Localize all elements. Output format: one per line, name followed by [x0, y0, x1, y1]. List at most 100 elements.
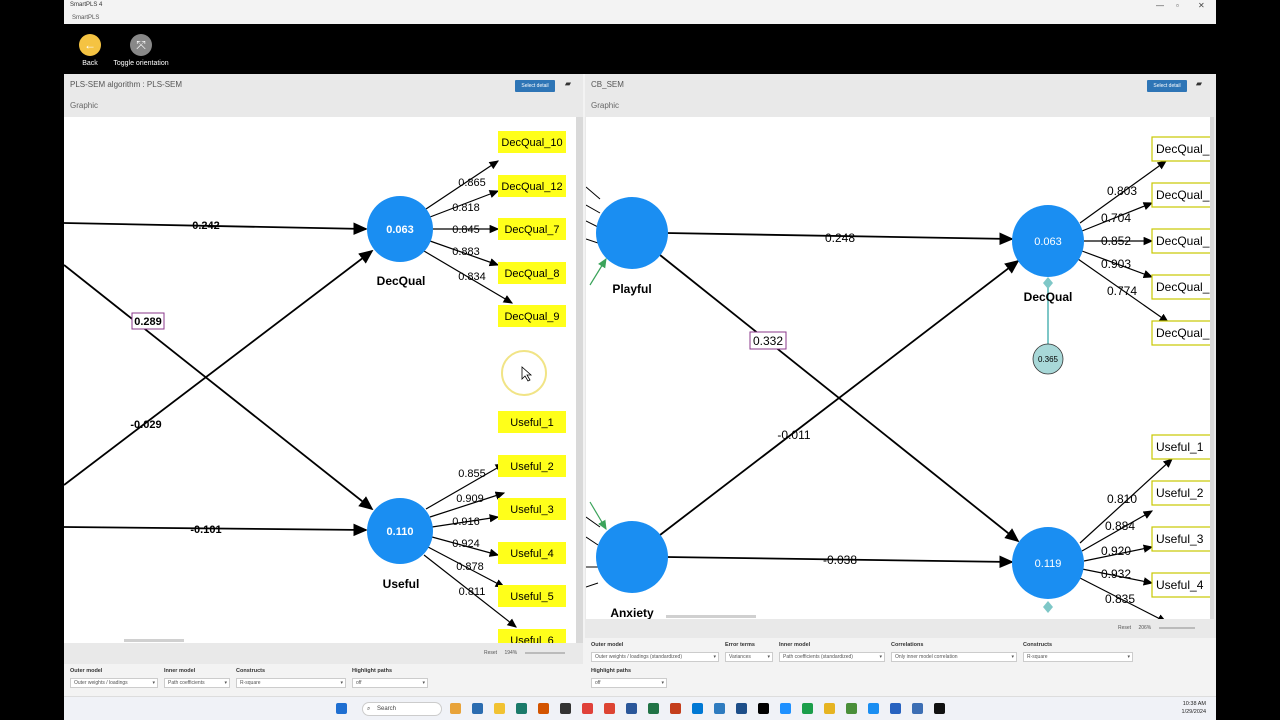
- right-inner-model-select[interactable]: Path coefficients (standardized): [779, 652, 885, 662]
- left-highlight-select[interactable]: off: [352, 678, 428, 688]
- construct-decqual[interactable]: [1012, 205, 1084, 277]
- app-icon[interactable]: [934, 703, 945, 714]
- pane-splitter[interactable]: [576, 117, 583, 643]
- indicator-box[interactable]: [1151, 572, 1210, 598]
- indicator-box[interactable]: [498, 455, 566, 477]
- indicator-box[interactable]: [1151, 480, 1210, 506]
- left-select-detail-button[interactable]: Select detail: [515, 80, 555, 92]
- maximize-icon[interactable]: ▫: [1176, 1, 1179, 10]
- store-icon[interactable]: [516, 703, 527, 714]
- left-zoom-slider[interactable]: [524, 651, 565, 654]
- powerpoint-icon[interactable]: [670, 703, 681, 714]
- path-label: 0.242: [192, 220, 220, 232]
- left-inner-model-select[interactable]: Path coefficients: [164, 678, 230, 688]
- indicator-box[interactable]: [1151, 320, 1210, 346]
- indicator-box[interactable]: [1151, 274, 1210, 300]
- loading-label: 0.818: [452, 202, 480, 214]
- chrome-icon[interactable]: [604, 703, 615, 714]
- right-constructs-select[interactable]: R-square: [1023, 652, 1133, 662]
- excel-icon[interactable]: [648, 703, 659, 714]
- left-path-diagram[interactable]: 0.063 DecQual 0.110 Useful 0.242 0.289 -…: [64, 117, 576, 643]
- left-reset-button[interactable]: Reset: [484, 650, 498, 656]
- right-zoom-slider[interactable]: [1158, 626, 1195, 629]
- indicator-arrow: [586, 220, 599, 228]
- taskbar-search[interactable]: ⌕ Search: [362, 702, 442, 716]
- indicator-box[interactable]: [498, 585, 566, 607]
- app-icon[interactable]: [912, 703, 923, 714]
- indicator-box[interactable]: [498, 498, 566, 520]
- horizontal-scrollbar[interactable]: [124, 639, 184, 642]
- app-icon[interactable]: [824, 703, 835, 714]
- app-icon[interactable]: [846, 703, 857, 714]
- widgets-icon[interactable]: [450, 703, 461, 714]
- indicator-box[interactable]: [1151, 136, 1210, 162]
- construct-decqual[interactable]: [367, 196, 433, 262]
- construct-useful[interactable]: [1012, 527, 1084, 599]
- windows-start-icon[interactable]: [336, 703, 347, 714]
- file-explorer-icon[interactable]: [494, 703, 505, 714]
- folder-icon[interactable]: ▰: [1195, 79, 1203, 88]
- right-error-terms-select[interactable]: Variances: [725, 652, 773, 662]
- error-variance-node[interactable]: [1032, 343, 1064, 375]
- right-highlight-select[interactable]: off: [591, 678, 667, 688]
- right-model-canvas[interactable]: Playful Anxiety 0.063 DecQual 0.119 0.36…: [586, 117, 1210, 619]
- option-label: Constructs: [236, 668, 266, 674]
- word-icon[interactable]: [626, 703, 637, 714]
- app-icon[interactable]: [736, 703, 747, 714]
- left-constructs-select[interactable]: R-square: [236, 678, 346, 688]
- indicator-box[interactable]: [498, 262, 566, 284]
- system-clock[interactable]: 10:38 AM 1/29/2024: [1182, 700, 1206, 716]
- indicator-box[interactable]: [1151, 434, 1210, 460]
- right-select-detail-button[interactable]: Select detail: [1147, 80, 1187, 92]
- right-reset-button[interactable]: Reset: [1118, 625, 1132, 631]
- construct-playful[interactable]: [596, 197, 668, 269]
- path-arrow: [64, 523, 368, 537]
- left-outer-model-select[interactable]: Outer weights / loadings: [70, 678, 158, 688]
- app-icon[interactable]: [890, 703, 901, 714]
- loading-arrow: [431, 536, 500, 557]
- option-label: Correlations: [891, 642, 924, 648]
- app-icon[interactable]: [714, 703, 725, 714]
- indicator-box[interactable]: [498, 542, 566, 564]
- indicator-box[interactable]: [498, 305, 566, 327]
- indicator-box[interactable]: [498, 411, 566, 433]
- headset-icon[interactable]: [560, 703, 571, 714]
- right-correlations-select[interactable]: Only inner model correlation: [891, 652, 1017, 662]
- right-outer-model-select[interactable]: Outer weights / loadings (standardized): [591, 652, 719, 662]
- back-button[interactable]: ← Back: [64, 34, 120, 67]
- close-icon[interactable]: ✕: [1198, 1, 1205, 10]
- loading-arrow: [423, 554, 517, 628]
- horizontal-scrollbar[interactable]: [666, 615, 756, 618]
- loading-label: 0.884: [1105, 519, 1135, 533]
- indicator-label: Useful_4: [1156, 578, 1204, 592]
- right-path-diagram[interactable]: Playful Anxiety 0.063 DecQual 0.119 0.36…: [586, 117, 1210, 619]
- vscode-icon[interactable]: [692, 703, 703, 714]
- minimize-icon[interactable]: —: [1156, 1, 1164, 10]
- indicator-box[interactable]: [1151, 182, 1210, 208]
- toggle-orientation-button[interactable]: ⤧ Toggle orientation: [111, 34, 171, 67]
- app-icon[interactable]: [802, 703, 813, 714]
- app-icon[interactable]: [758, 703, 769, 714]
- media-icon[interactable]: [582, 703, 593, 714]
- construct-useful[interactable]: [367, 498, 433, 564]
- indicator-arrow: [586, 516, 601, 528]
- indicator-label: Useful_6: [510, 635, 553, 643]
- indicator-box[interactable]: [498, 131, 566, 153]
- indicator-box[interactable]: [1151, 526, 1210, 552]
- smartpls-icon[interactable]: [868, 703, 879, 714]
- covariance-arrow: [589, 501, 607, 531]
- edge-icon[interactable]: [472, 703, 483, 714]
- app-icon[interactable]: [538, 703, 549, 714]
- indicator-arrow: [586, 204, 601, 214]
- indicator-box[interactable]: [498, 629, 566, 643]
- indicator-box[interactable]: [1151, 228, 1210, 254]
- left-model-canvas[interactable]: 0.063 DecQual 0.110 Useful 0.242 0.289 -…: [64, 117, 576, 643]
- vertical-scrollbar[interactable]: [1210, 117, 1214, 619]
- window-title: SmartPLS 4: [70, 2, 103, 8]
- indicator-arrow: [586, 536, 599, 546]
- indicator-box[interactable]: [498, 175, 566, 197]
- construct-anxiety[interactable]: [596, 521, 668, 593]
- app-icon[interactable]: [780, 703, 791, 714]
- folder-icon[interactable]: ▰: [564, 79, 572, 88]
- indicator-box[interactable]: [498, 218, 566, 240]
